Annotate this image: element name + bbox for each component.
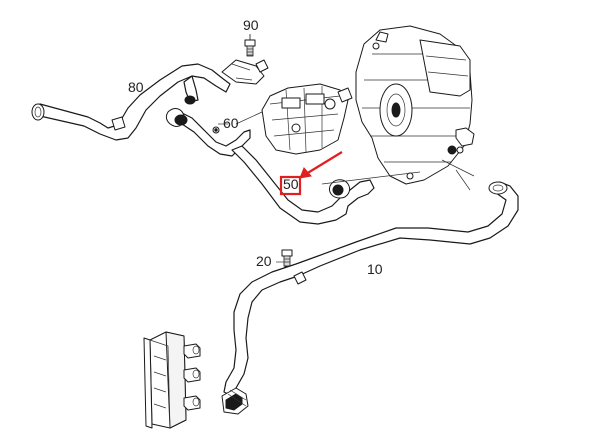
hose-60 <box>165 108 263 157</box>
highlight-arrow-head <box>299 167 312 179</box>
label-80: 80 <box>128 79 144 95</box>
pipe-80 <box>31 59 269 141</box>
motor-housing <box>355 25 475 191</box>
highlight-arrow-line <box>305 151 343 175</box>
highlight-box <box>279 175 302 196</box>
label-10: 10 <box>367 261 383 277</box>
control-module <box>261 83 353 155</box>
label-60: 60 <box>223 115 239 131</box>
label-50: 50 <box>283 176 299 192</box>
hose-50 <box>231 145 421 225</box>
leader-lines <box>218 34 284 263</box>
label-20: 20 <box>256 253 272 269</box>
hose-10 <box>221 181 519 415</box>
label-90: 90 <box>243 17 259 33</box>
heat-exchanger <box>143 331 201 429</box>
highlight-annotation <box>279 151 343 196</box>
